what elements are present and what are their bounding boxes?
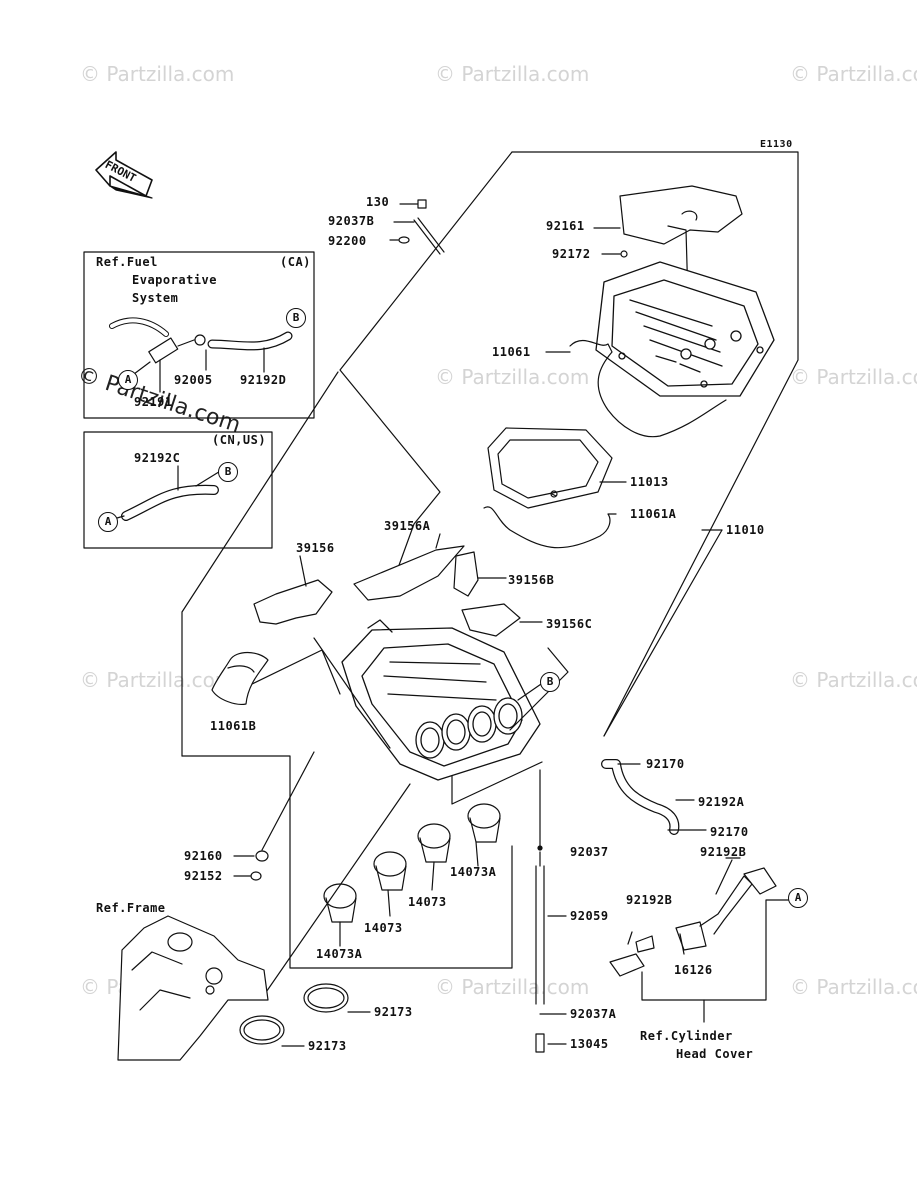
watermark: © Partzilla.com (435, 62, 590, 86)
watermark: © Partzilla.com (790, 668, 917, 692)
part-16126[interactable]: 16126 (674, 963, 713, 977)
part-14073a-right[interactable]: 14073A (450, 865, 497, 879)
ref-head-cover: Head Cover (676, 1047, 754, 1061)
watermark: © Partzilla.com (790, 975, 917, 999)
part-14073-left[interactable]: 14073 (364, 921, 403, 935)
part-92173-upper[interactable]: 92173 (374, 1005, 413, 1019)
filter-cover-92161 (619, 185, 743, 245)
callout-b: B (540, 672, 560, 692)
ca-title-line3: System (132, 291, 179, 305)
part-39156c[interactable]: 39156C (546, 617, 593, 631)
part-11061a[interactable]: 11061A (630, 507, 677, 521)
watermark: © Partzilla.com (435, 365, 590, 389)
part-39156b[interactable]: 39156B (508, 573, 555, 587)
filter-element-11013 (487, 427, 613, 509)
part-92005[interactable]: 92005 (174, 373, 213, 387)
part-92037b[interactable]: 92037B (328, 214, 375, 228)
part-14073-right[interactable]: 14073 (408, 895, 447, 909)
ca-box (83, 251, 315, 419)
upper-housing (595, 261, 775, 397)
part-92172[interactable]: 92172 (552, 247, 591, 261)
diagram-id: E1130 (760, 139, 793, 150)
frame-ref (117, 915, 269, 1061)
part-13045[interactable]: 13045 (570, 1037, 609, 1051)
part-92037a[interactable]: 92037A (570, 1007, 617, 1021)
watermark: © Partzilla.com (435, 975, 590, 999)
watermark: © Partzilla.com (790, 365, 917, 389)
cnus-region: (CN,US) (212, 433, 267, 447)
ref-cylinder: Ref.Cylinder (640, 1029, 733, 1043)
part-92200[interactable]: 92200 (328, 234, 367, 248)
front-arrow-icon (95, 151, 153, 199)
ca-region: (CA) (280, 255, 311, 269)
ca-title-line2: Evaporative (132, 273, 217, 287)
part-130[interactable]: 130 (366, 195, 390, 209)
watermark: © Partzilla.com (80, 62, 235, 86)
seal-11061b (211, 651, 269, 705)
callout-a: A (98, 512, 118, 532)
part-92191[interactable]: 92191 (134, 395, 173, 409)
part-92192a[interactable]: 92192A (698, 795, 745, 809)
pcv-assembly (609, 867, 777, 977)
part-92192d[interactable]: 92192D (240, 373, 287, 387)
part-39156[interactable]: 39156 (296, 541, 335, 555)
part-11013[interactable]: 11013 (630, 475, 669, 489)
callout-b: B (218, 462, 238, 482)
watermark: © Partzilla.com (790, 62, 917, 86)
callout-a: A (788, 888, 808, 908)
part-92192c[interactable]: 92192C (134, 451, 181, 465)
part-92152[interactable]: 92152 (184, 869, 223, 883)
part-92192b-lower[interactable]: 92192B (626, 893, 673, 907)
part-39156a[interactable]: 39156A (384, 519, 431, 533)
part-92170-lower[interactable]: 92170 (710, 825, 749, 839)
part-92173-lower[interactable]: 92173 (308, 1039, 347, 1053)
baffle-39156 (253, 579, 333, 625)
part-92161[interactable]: 92161 (546, 219, 585, 233)
part-92059[interactable]: 92059 (570, 909, 609, 923)
part-11061b[interactable]: 11061B (210, 719, 257, 733)
ref-frame: Ref.Frame (96, 901, 166, 915)
baffle-39156a (353, 545, 465, 601)
part-11010[interactable]: 11010 (726, 523, 765, 537)
part-11061[interactable]: 11061 (492, 345, 531, 359)
part-92170-upper[interactable]: 92170 (646, 757, 685, 771)
funnels (323, 803, 501, 923)
part-92160[interactable]: 92160 (184, 849, 223, 863)
callout-a: A (118, 370, 138, 390)
callout-b: B (286, 308, 306, 328)
part-14073a-left[interactable]: 14073A (316, 947, 363, 961)
part-92192b-upper[interactable]: 92192B (700, 845, 747, 859)
ca-title-line1: Ref.Fuel (96, 255, 158, 269)
cnus-box (83, 431, 273, 549)
part-92037[interactable]: 92037 (570, 845, 609, 859)
lower-housing (341, 619, 541, 781)
watermark: © Partzilla.com (80, 668, 235, 692)
